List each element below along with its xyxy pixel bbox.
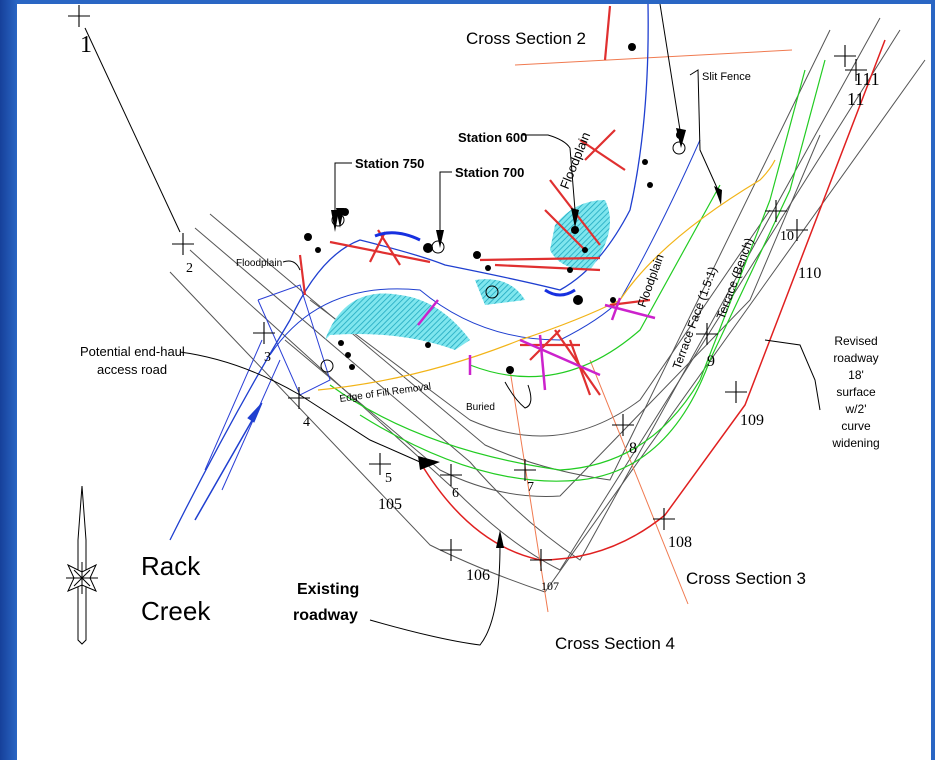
station-number: 106 [466, 567, 490, 584]
leader-line [84, 27, 181, 233]
site-plan-drawing: Cross Section 2 Cross Section 3 Cross Se… [66, 4, 926, 653]
floodplain-left-label: Floodplain [236, 258, 282, 269]
magenta-structures [417, 297, 656, 391]
station-number: 6 [452, 486, 459, 501]
cross-section-3-label: Cross Section 3 [686, 569, 806, 588]
access-road-label-line2: access road [97, 362, 167, 377]
station-number: 9 [707, 353, 715, 370]
station-crosses [68, 5, 867, 571]
station-number: 11 [847, 89, 864, 109]
station-number: 110 [798, 265, 821, 282]
callout-arrowheads [331, 128, 722, 548]
revised-note-line2: roadway [833, 351, 878, 365]
cross-section-4-label: Cross Section 4 [555, 634, 675, 653]
revised-note-line7: widening [831, 436, 879, 450]
station-number: 108 [668, 534, 692, 551]
cross-section-lines [509, 49, 793, 613]
access-road-label-line1: Potential end-haul [80, 344, 185, 359]
slide-left-border [0, 0, 17, 760]
buried-label: Buried [466, 402, 495, 413]
stream-channel [169, 4, 649, 541]
station-number: 1 [80, 32, 92, 58]
station-number: 8 [629, 440, 637, 457]
silt-fence-label: Slit Fence [702, 71, 751, 83]
revised-roadway-note: Revised roadway 18' surface w/2' curve w… [831, 334, 879, 450]
revised-note-line6: curve [841, 419, 871, 433]
access-road-outline [204, 284, 331, 491]
station-number: 5 [385, 471, 392, 486]
diagram-labels: Cross Section 2 Cross Section 3 Cross Se… [80, 29, 880, 653]
floodplain-right-label: Floodplain [635, 252, 667, 309]
edge-of-fill-label: Edge of Fill Removal [339, 381, 432, 405]
existing-roadway-label-line2: roadway [293, 607, 358, 624]
slide-top-border [0, 0, 935, 4]
slide-right-border [931, 0, 935, 760]
bank-highlights [374, 231, 576, 297]
hatched-fill-areas [325, 200, 610, 350]
revised-note-line5: w/2' [845, 402, 867, 416]
station-number: 109 [740, 412, 764, 429]
rack-label: Rack [141, 551, 201, 581]
station-number: 107 [541, 579, 559, 593]
station-number: 111 [854, 69, 880, 89]
revised-note-line4: surface [836, 385, 876, 399]
station-number: 105 [378, 496, 402, 513]
station-750-label: Station 750 [355, 156, 424, 171]
revised-note-line3: 18' [848, 368, 864, 382]
buried-outline [504, 381, 532, 409]
station-700-label: Station 700 [455, 165, 524, 180]
creek-label: Creek [141, 596, 211, 626]
flow-arrows [194, 402, 263, 521]
station-numbers: 1 2 3 4 5 6 7 8 9 10 11 105 106 107 108 … [80, 32, 880, 593]
station-number: 4 [303, 415, 310, 430]
terrace-contours [329, 59, 826, 482]
station-number: 7 [527, 480, 534, 495]
revised-note-line1: Revised [834, 334, 877, 348]
north-arrow-icon [66, 485, 98, 645]
site-plan-canvas: Cross Section 2 Cross Section 3 Cross Se… [17, 4, 931, 760]
callout-leaders [179, 4, 821, 646]
cross-section-2-label: Cross Section 2 [466, 29, 586, 48]
stream-channel-south [269, 139, 701, 356]
floodplain-upper-label: Floodplain [557, 130, 593, 191]
station-600-label: Station 600 [458, 130, 527, 145]
station-number: 3 [264, 350, 271, 365]
existing-road-lines [169, 17, 926, 593]
existing-roadway-label-line1: Existing [297, 581, 359, 598]
station-number: 2 [186, 261, 193, 276]
station-number: 10 [780, 229, 794, 244]
